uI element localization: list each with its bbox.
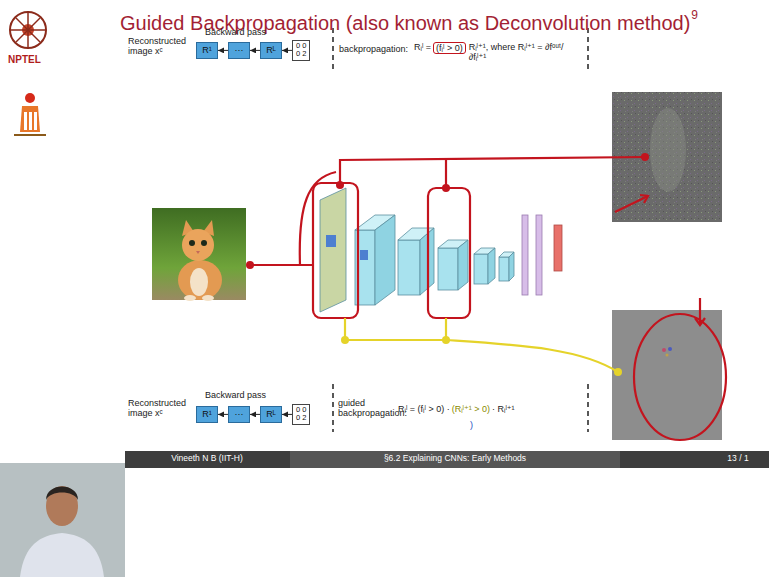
gradient-matrix: 0 00 2 bbox=[292, 40, 310, 61]
annotation-dot bbox=[341, 336, 622, 376]
institute-logo bbox=[14, 93, 46, 136]
footer-text: §6.2 Explaining CNNs: Early Methods bbox=[384, 454, 526, 464]
saliency-spot bbox=[662, 347, 672, 357]
arrow-connector bbox=[218, 50, 228, 51]
footer-text: Vineeth N B (IIT-H) bbox=[171, 454, 243, 464]
arrow-connector bbox=[282, 50, 292, 51]
layer-box: Rᴸ bbox=[260, 406, 282, 423]
layer-box: ··· bbox=[228, 42, 250, 59]
footer-band bbox=[620, 451, 769, 468]
arrow-connector bbox=[282, 414, 292, 415]
logo-caption: NPTEL bbox=[8, 54, 41, 66]
separator bbox=[333, 28, 588, 432]
method-label: backpropagation: bbox=[339, 44, 408, 54]
layer-name: R¹ bbox=[202, 45, 212, 56]
matrix-row: 0 0 bbox=[296, 406, 306, 415]
formula-part: ) bbox=[470, 420, 473, 430]
layer-name: Rᴸ bbox=[266, 409, 276, 420]
annotation bbox=[345, 318, 618, 372]
layer-box: R¹ bbox=[196, 42, 218, 59]
layer-name: ··· bbox=[234, 409, 244, 420]
layer-box: R¹ bbox=[196, 406, 218, 423]
arrow-connector bbox=[250, 50, 260, 51]
formula-part: Rᵢˡ = bbox=[414, 42, 431, 52]
layer-box: Rᴸ bbox=[260, 42, 282, 59]
footer-text: 13 / 1 bbox=[727, 454, 748, 464]
layer-box: ··· bbox=[228, 406, 250, 423]
output-label: Reconstructed image xᶜ bbox=[128, 398, 192, 419]
footnote-mark: 9 bbox=[691, 9, 698, 23]
formula-part: (Rᵢˡ⁺¹ > 0) bbox=[452, 404, 490, 414]
layer-name: R¹ bbox=[202, 409, 212, 420]
highlighted-term: (fᵢˡ > 0) bbox=[433, 42, 466, 54]
gradient-matrix: 0 00 2 bbox=[292, 404, 310, 425]
annotation bbox=[250, 157, 726, 440]
saliency-map bbox=[612, 310, 722, 440]
stage-label: Backward pass bbox=[205, 390, 266, 400]
output-label: Reconstructed image xᶜ bbox=[128, 36, 192, 57]
formula-part: Rᵢˡ = (fᵢˡ > 0) · bbox=[398, 404, 450, 414]
footer-band bbox=[125, 451, 290, 468]
presenter-video bbox=[0, 463, 125, 577]
layer-name: ··· bbox=[234, 45, 244, 56]
matrix-row: 0 2 bbox=[296, 414, 306, 423]
footer-band bbox=[290, 451, 620, 468]
saliency-blob bbox=[650, 108, 686, 192]
nptel-emblem bbox=[10, 12, 46, 48]
cat-photo bbox=[152, 208, 246, 301]
method-label: guided backpropagation: bbox=[338, 398, 394, 419]
arrow-connector bbox=[250, 414, 260, 415]
annotation-dot bbox=[246, 153, 649, 269]
cnn-architecture bbox=[320, 188, 562, 312]
layer-name: Rᴸ bbox=[266, 45, 276, 56]
arrow-connector bbox=[218, 414, 228, 415]
matrix-row: 0 0 bbox=[296, 42, 306, 51]
stage-label: Backward pass bbox=[205, 27, 266, 37]
formula-part: Rᵢˡ⁺¹, where Rᵢˡ⁺¹ = ∂fᵒᵘᵗ/∂fᵢˡ⁺¹ bbox=[469, 42, 577, 63]
formula-part: · Rᵢˡ⁺¹ bbox=[492, 404, 515, 414]
matrix-row: 0 2 bbox=[296, 50, 306, 59]
